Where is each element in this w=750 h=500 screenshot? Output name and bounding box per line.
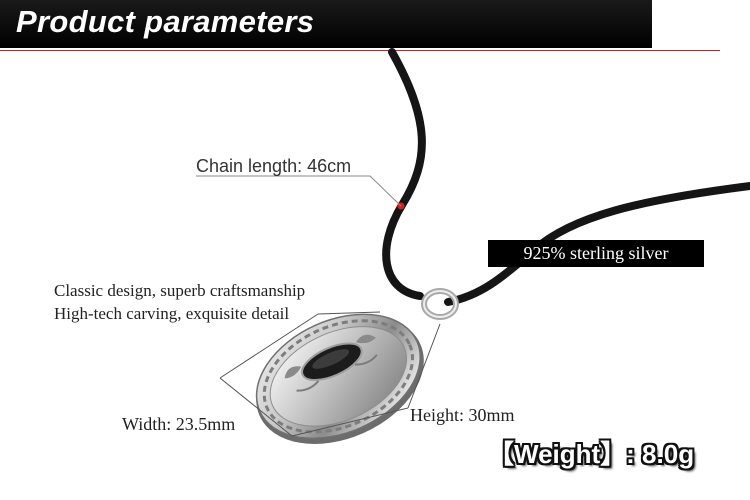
width-label: Width: 23.5mm [122, 414, 236, 434]
chain-length-label: Chain length: 46cm [196, 156, 352, 176]
chain-leader-line [196, 175, 402, 207]
header-rule [0, 50, 720, 51]
locket [255, 313, 424, 444]
design-description: Classic design, superb craftsmanship [54, 281, 306, 300]
carving-description: High-tech carving, exquisite detail [54, 304, 290, 323]
height-dimension-lines [291, 323, 441, 437]
height-label: Height: 30mm [410, 405, 515, 425]
bail-ring-highlight [423, 290, 457, 318]
header-band [0, 0, 652, 48]
width-dimension-lines [219, 311, 381, 437]
weight-label: 【Weight】: 8.0g [488, 439, 695, 469]
page-title: Product parameters [16, 4, 315, 39]
material-badge: 925% sterling silver [488, 240, 704, 267]
